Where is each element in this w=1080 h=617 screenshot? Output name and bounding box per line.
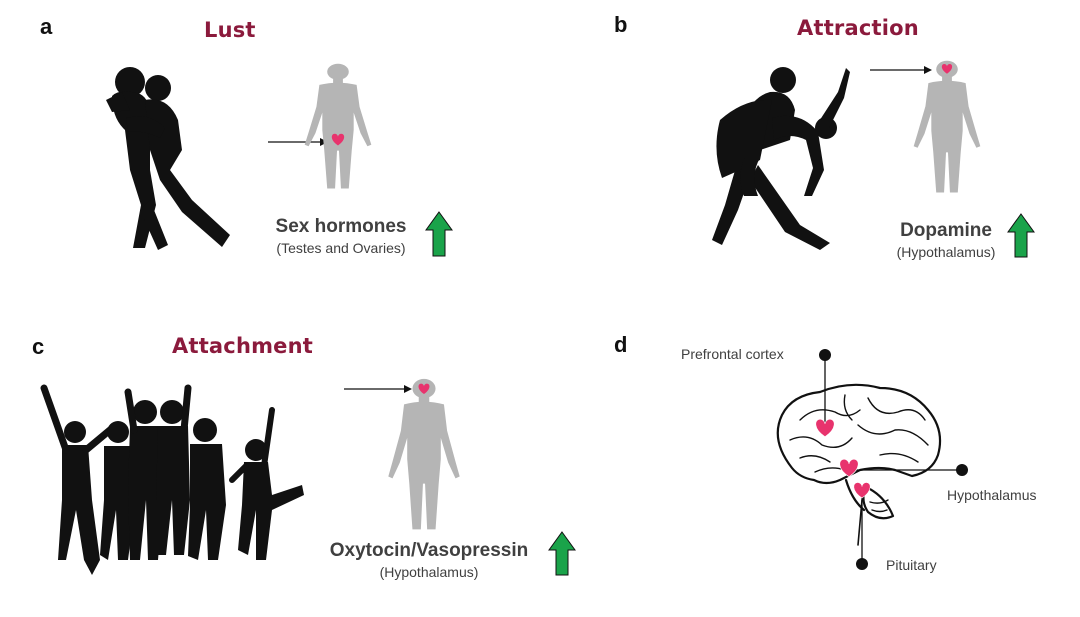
region-label-hypothalamus: Hypothalamus xyxy=(947,487,1037,503)
hormone-name: Oxytocin/Vasopressin xyxy=(329,540,529,561)
panel-c-label: c xyxy=(32,334,45,359)
hormone-name: Dopamine xyxy=(900,220,992,241)
up-arrow-icon xyxy=(548,531,576,576)
region-label-pituitary: Pituitary xyxy=(886,557,937,573)
panel-a-label: a xyxy=(40,14,53,39)
group-silhouette-icon xyxy=(40,384,304,575)
dancing-couple-silhouette-icon xyxy=(712,67,850,250)
panel-a-title: Lust xyxy=(204,18,256,42)
panel-d-label: d xyxy=(614,332,628,357)
panel-b-label: b xyxy=(614,12,628,37)
pointer-arrow xyxy=(344,385,412,393)
heart-icon xyxy=(853,481,871,499)
up-arrow-icon xyxy=(425,211,453,257)
pointer-arrow xyxy=(870,66,932,74)
panel-b-title: Attraction xyxy=(797,16,919,40)
hormone-source: (Hypothalamus) xyxy=(896,244,996,260)
region-label-prefrontal-cortex: Prefrontal cortex xyxy=(681,346,784,362)
hormone-name: Sex hormones xyxy=(275,216,407,237)
couple-silhouette-icon xyxy=(106,67,230,250)
hormone-source: (Testes and Ovaries) xyxy=(276,240,406,256)
hormone-source: (Hypothalamus) xyxy=(379,564,479,580)
panel-c-title: Attachment xyxy=(172,334,314,358)
brain-icon xyxy=(776,383,942,546)
pointer-line xyxy=(819,349,968,570)
up-arrow-icon xyxy=(1007,213,1035,258)
